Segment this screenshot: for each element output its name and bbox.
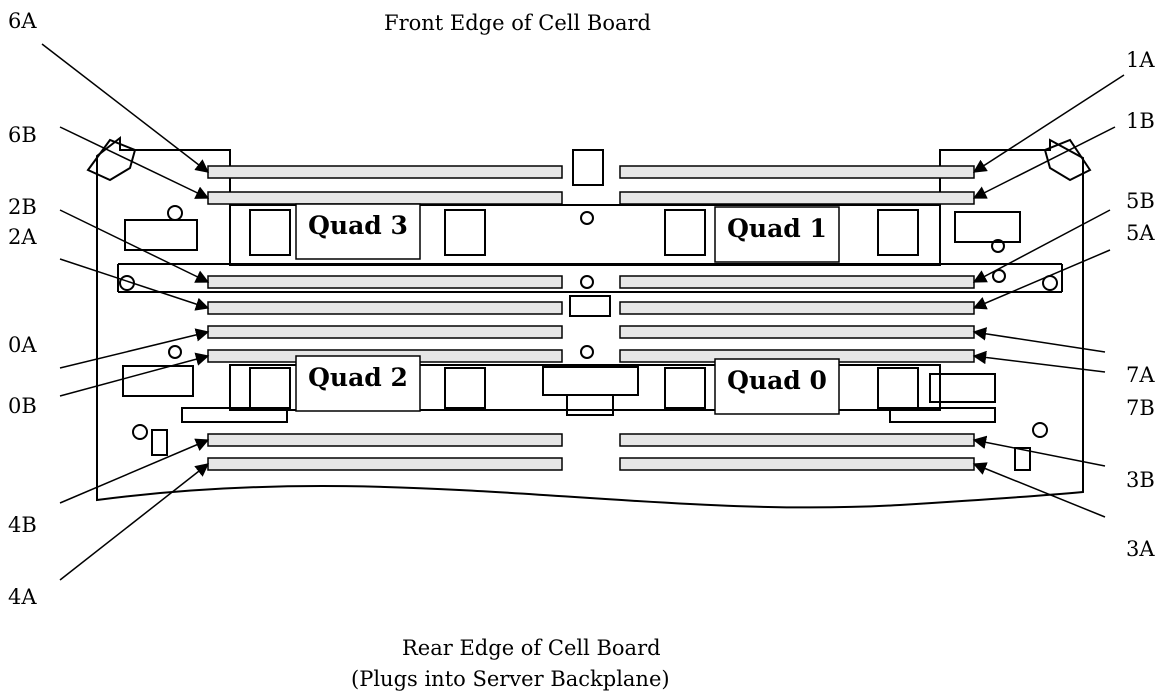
slot-label-3A: 3A	[1126, 537, 1155, 561]
dimm-slot-1B	[619, 191, 975, 205]
quad-1-label: Quad 1	[727, 214, 827, 243]
quad-3-label: Quad 3	[308, 211, 408, 240]
dimm-slot-0A	[207, 325, 563, 339]
quad-0-label: Quad 0	[727, 366, 827, 395]
dimm-slot-6B	[207, 191, 563, 205]
slot-label-6A: 6A	[8, 9, 37, 33]
slot-label-4B: 4B	[8, 513, 37, 537]
slot-label-5A: 5A	[1126, 221, 1155, 245]
slot-label-4A: 4A	[8, 585, 37, 609]
dimm-slot-6A	[207, 165, 563, 179]
dimm-slot-5B	[619, 275, 975, 289]
slot-label-0B: 0B	[8, 394, 37, 418]
quad-2-label: Quad 2	[308, 363, 408, 392]
slot-label-2B: 2B	[8, 195, 37, 219]
slot-label-7A: 7A	[1126, 363, 1155, 387]
slot-label-2A: 2A	[8, 225, 37, 249]
dimm-slot-3B	[619, 433, 975, 447]
quad-3-box: Quad 3	[295, 203, 421, 260]
dimm-slot-2A	[207, 301, 563, 315]
slot-label-7B: 7B	[1126, 396, 1155, 420]
board-screws	[119, 205, 1058, 440]
board-outline	[86, 135, 1092, 509]
slot-labels-right: 1A 1B 5B 5A 7A 7B 3B 3A	[1126, 48, 1155, 561]
slot-labels-left: 6A 6B 2B 2A 0A 0B 4B 4A	[8, 9, 37, 609]
rear-edge-caption: Rear Edge of Cell Board	[402, 636, 661, 660]
slot-label-6B: 6B	[8, 123, 37, 147]
slot-label-1B: 1B	[1126, 109, 1155, 133]
quad-0-box: Quad 0	[714, 358, 840, 415]
dimm-slot-1A	[619, 165, 975, 179]
dimm-slot-4B	[207, 433, 563, 447]
front-edge-caption: Front Edge of Cell Board	[384, 11, 651, 35]
slot-label-3B: 3B	[1126, 468, 1155, 492]
backplane-caption: (Plugs into Server Backplane)	[351, 667, 670, 691]
dimm-slot-3A	[619, 457, 975, 471]
slot-label-0A: 0A	[8, 333, 37, 357]
quad-2-box: Quad 2	[295, 355, 421, 412]
slot-label-5B: 5B	[1126, 189, 1155, 213]
leader-lines	[41, 43, 1125, 581]
quad-1-box: Quad 1	[714, 206, 840, 263]
dimm-slot-4A	[207, 457, 563, 471]
slot-label-1A: 1A	[1126, 48, 1155, 72]
dimm-slot-7A	[619, 325, 975, 339]
dimm-slot-5A	[619, 301, 975, 315]
dimm-slot-2B	[207, 275, 563, 289]
